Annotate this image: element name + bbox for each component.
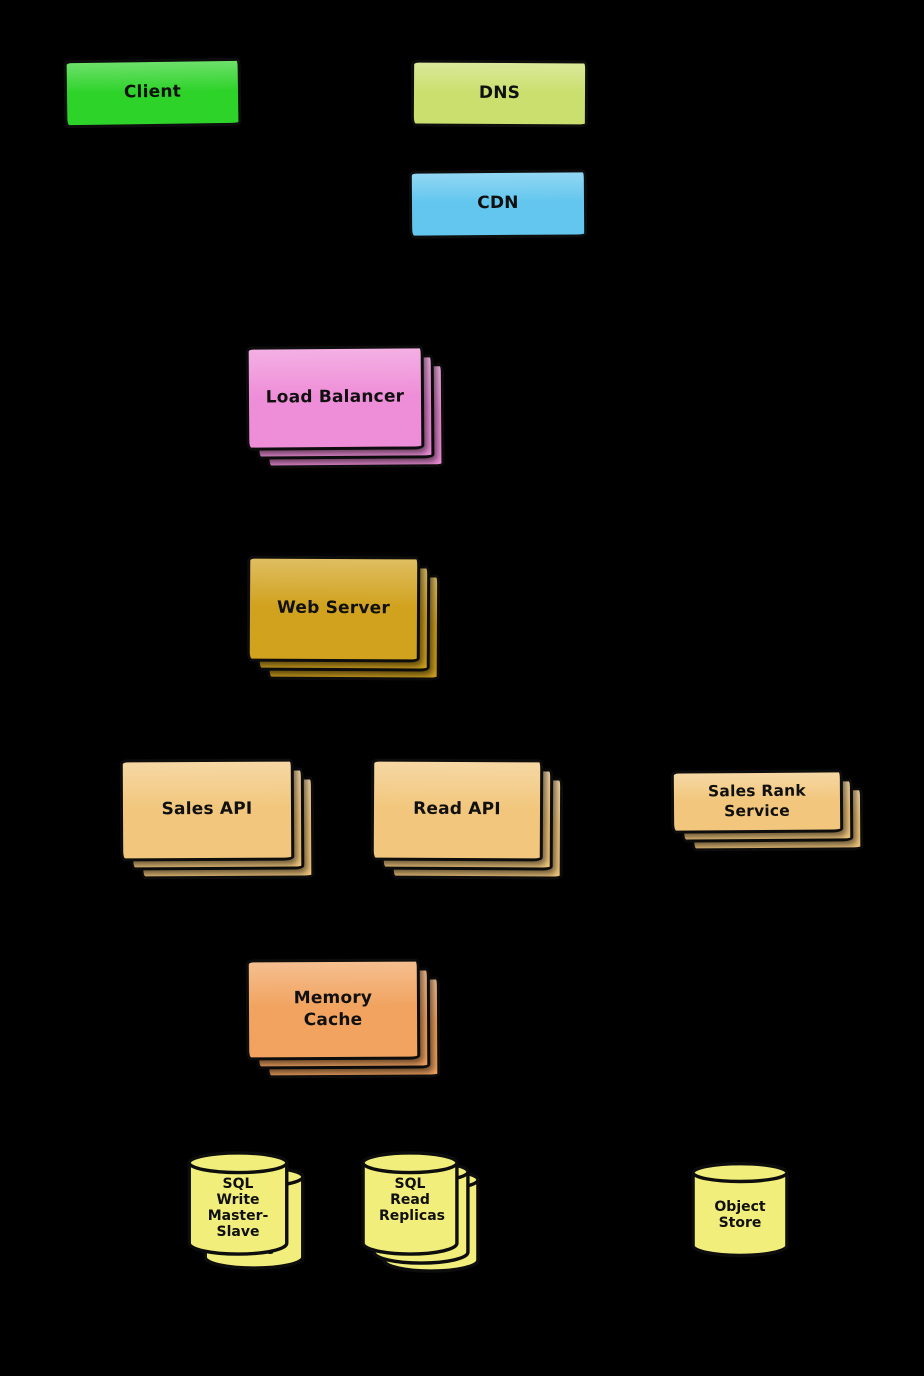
node-cdn: CDN — [408, 169, 588, 239]
node-object-store: Object Store — [689, 1161, 791, 1259]
node-client: Client — [63, 57, 242, 129]
node-face: Sales API — [119, 758, 295, 862]
node-read-api: Read API — [370, 758, 564, 880]
node-load-balancer: Load Balancer — [245, 345, 445, 469]
node-face: Memory Cache — [245, 958, 421, 1061]
node-dns: DNS — [410, 59, 589, 128]
node-face: Web Server — [246, 555, 421, 663]
node-sales-rank-service: Sales Rank Service — [670, 769, 864, 852]
node-sales-api: Sales API — [119, 758, 315, 880]
node-label: Client — [123, 81, 182, 103]
node-label: Object Store — [714, 1199, 766, 1232]
node-sql-read-replicas: SQL Read Replicas — [359, 1150, 461, 1258]
cylinder-shape — [185, 1150, 291, 1258]
node-face: CDN — [408, 169, 588, 239]
node-label: Sales API — [161, 799, 253, 820]
node-label: DNS — [478, 82, 521, 103]
node-label: SQL Write Master-Slave — [207, 1176, 269, 1241]
node-label: CDN — [477, 193, 519, 214]
node-memory-cache: Memory Cache — [245, 958, 441, 1079]
node-label: SQL Read Replicas — [379, 1176, 445, 1225]
node-label: Load Balancer — [265, 386, 405, 408]
cylinder-shape — [359, 1150, 461, 1258]
node-face: Load Balancer — [245, 345, 425, 451]
node-face: DNS — [410, 59, 589, 128]
node-face: Client — [63, 57, 242, 129]
node-web-server: Web Server — [246, 555, 441, 681]
node-sql-write-master-slave: Slave SQL Write Master-Slave — [185, 1150, 291, 1258]
node-label: Read API — [413, 799, 501, 820]
node-label: Web Server — [276, 598, 391, 619]
node-face: Read API — [370, 758, 544, 862]
node-label: Sales Rank Service — [707, 781, 806, 820]
node-label: Memory Cache — [293, 988, 373, 1030]
cylinder-shape — [689, 1161, 791, 1259]
node-face: Sales Rank Service — [670, 769, 844, 834]
